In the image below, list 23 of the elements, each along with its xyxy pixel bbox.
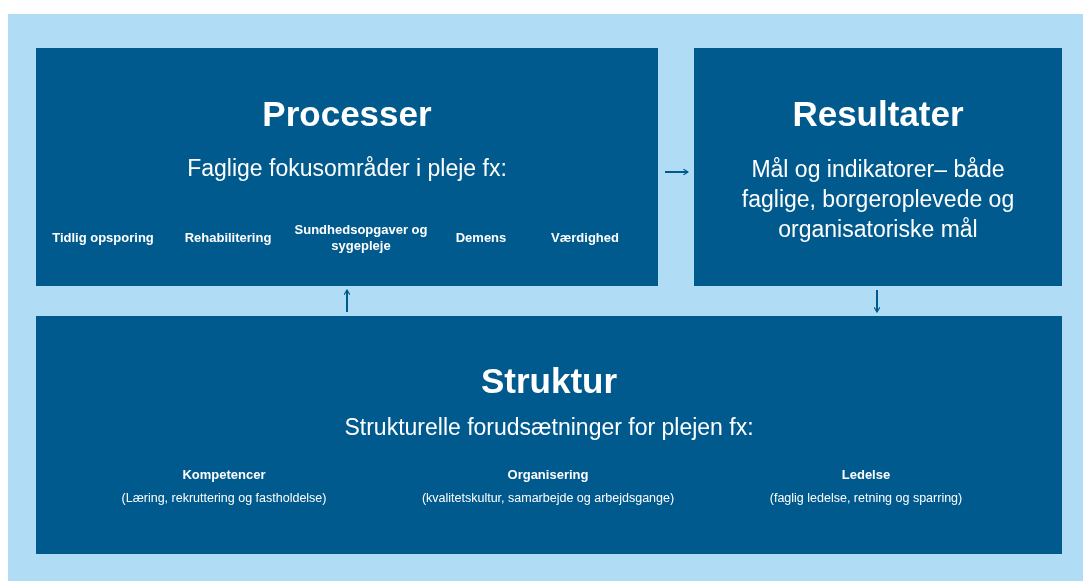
focus-area-label: Rehabilitering <box>183 230 273 246</box>
area-heading: Kompetencer <box>181 467 267 483</box>
section-box <box>36 316 1062 554</box>
focus-area-label: Sundhedsopgaver og sygepleje <box>293 222 429 254</box>
arrow <box>664 168 689 176</box>
arrow <box>343 289 351 313</box>
focus-area-label: Værdighed <box>550 230 620 246</box>
description-text: Mål og indikatorer– både faglige, borgeroplevede og organisatoriske mål <box>740 155 1016 244</box>
section-box <box>36 48 658 286</box>
area-heading: Ledelse <box>840 467 892 483</box>
area-description: (Læring, rekruttering og fastholdelse) <box>120 491 328 505</box>
subtitle: Faglige fokusområder i pleje fx: <box>186 154 508 183</box>
area-heading: Organisering <box>506 467 590 483</box>
heading: Struktur <box>479 361 619 401</box>
heading: Processer <box>261 94 433 134</box>
heading: Resultater <box>791 94 965 134</box>
focus-area-label: Demens <box>454 230 508 246</box>
area-description: (faglig ledelse, retning og sparring) <box>768 491 964 505</box>
section-box <box>694 48 1062 286</box>
focus-area-label: Tidlig opsporing <box>51 230 155 246</box>
arrow <box>873 289 881 313</box>
subtitle: Strukturelle forudsætninger for plejen fx: <box>343 413 755 442</box>
area-description: (kvalitetskultur, samarbejde og arbejdsgange) <box>420 491 676 505</box>
